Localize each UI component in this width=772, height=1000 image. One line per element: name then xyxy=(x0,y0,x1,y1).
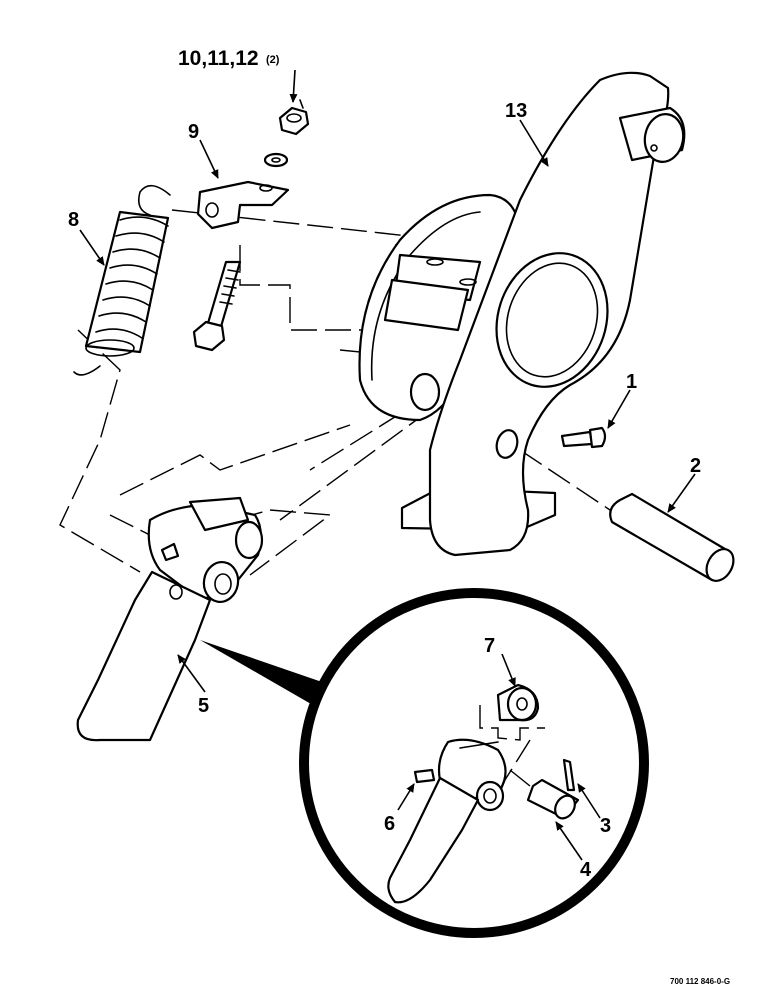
callout-9: 9 xyxy=(188,121,199,143)
callout-6: 6 xyxy=(384,813,395,835)
callout-10-11-12: 10,11,12 xyxy=(178,47,259,70)
callout-3: 3 xyxy=(600,815,611,837)
screw-part-1 xyxy=(560,426,607,449)
bracket-assembly-part-13 xyxy=(358,71,686,557)
callout-1: 1 xyxy=(626,371,637,393)
callout-4: 4 xyxy=(580,859,592,881)
callout-10-11-12-qty: (2) xyxy=(266,54,280,66)
leader-lines xyxy=(79,69,696,861)
callout-13: 13 xyxy=(505,100,527,122)
callout-2: 2 xyxy=(690,455,701,477)
bolt xyxy=(192,260,242,352)
callout-7: 7 xyxy=(484,635,495,657)
callout-5: 5 xyxy=(198,695,209,717)
spring-part-8 xyxy=(73,184,171,376)
pin-part-2 xyxy=(609,492,735,582)
callout-8: 8 xyxy=(68,209,79,231)
clip-bracket-part-9 xyxy=(196,180,290,230)
detail-view xyxy=(200,588,649,938)
pawl-lever-part-5 xyxy=(76,496,264,742)
nut-washer-parts-10-12 xyxy=(263,99,310,168)
callout-labels: 10,11,12 (2) 9 8 13 1 2 5 7 6 3 4 700 11… xyxy=(68,47,730,986)
figure-id: 700 112 846-0-G xyxy=(670,977,730,986)
